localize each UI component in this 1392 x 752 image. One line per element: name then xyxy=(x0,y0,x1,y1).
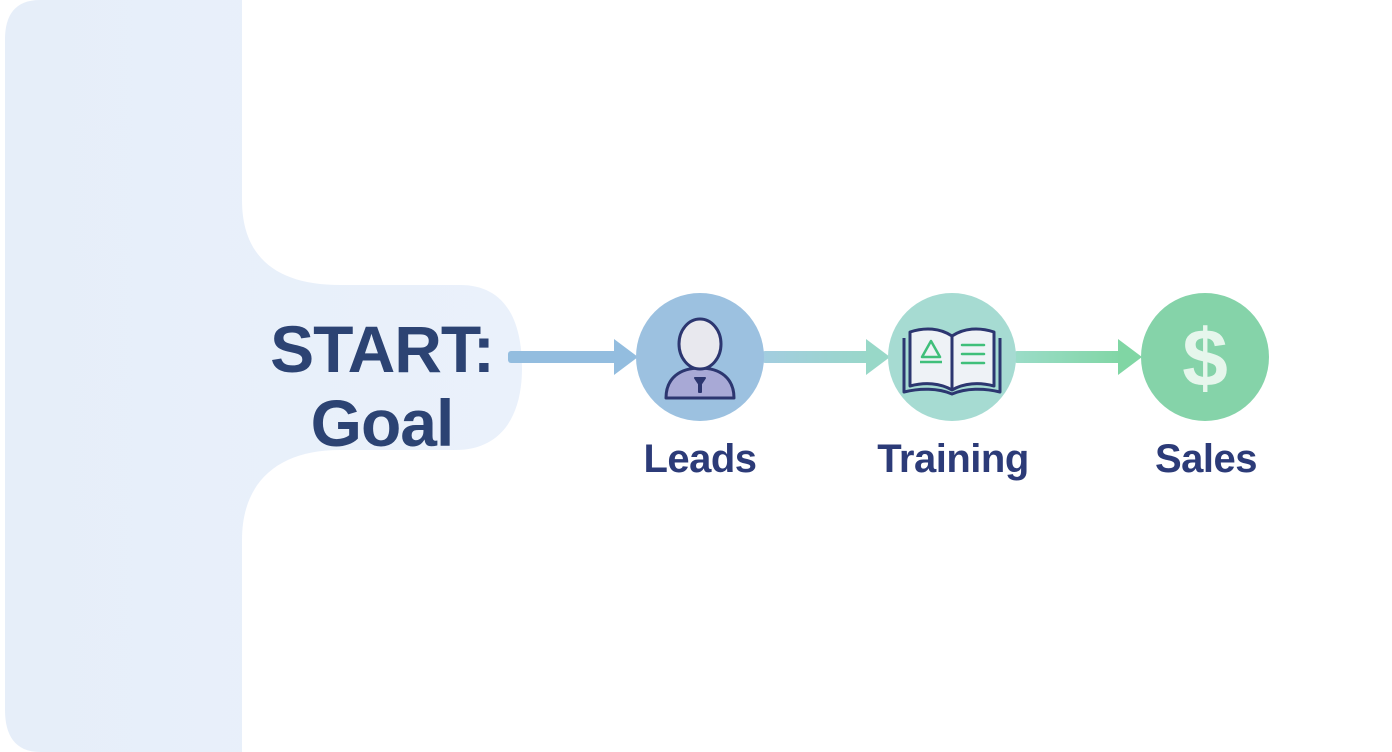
person-icon xyxy=(664,317,736,400)
sales-label: Sales xyxy=(1154,437,1258,481)
svg-text:$: $ xyxy=(1182,313,1228,404)
dollar-sign-icon: $ xyxy=(1182,313,1228,404)
start-goal-label: START: Goal xyxy=(262,312,502,460)
arrow-leads-to-training xyxy=(762,339,890,375)
start-label-line2: Goal xyxy=(310,386,455,460)
open-book-icon xyxy=(902,327,1002,396)
node-training xyxy=(888,293,1016,421)
training-label: Training xyxy=(877,437,1029,481)
node-leads xyxy=(636,293,764,421)
node-sales: $ xyxy=(1141,293,1269,421)
start-panel-shape xyxy=(5,0,522,752)
arrow-training-to-sales xyxy=(1014,339,1142,375)
start-label-line1: START: xyxy=(270,312,495,386)
arrow-start-to-leads xyxy=(508,339,638,375)
leads-label: Leads xyxy=(643,437,757,481)
